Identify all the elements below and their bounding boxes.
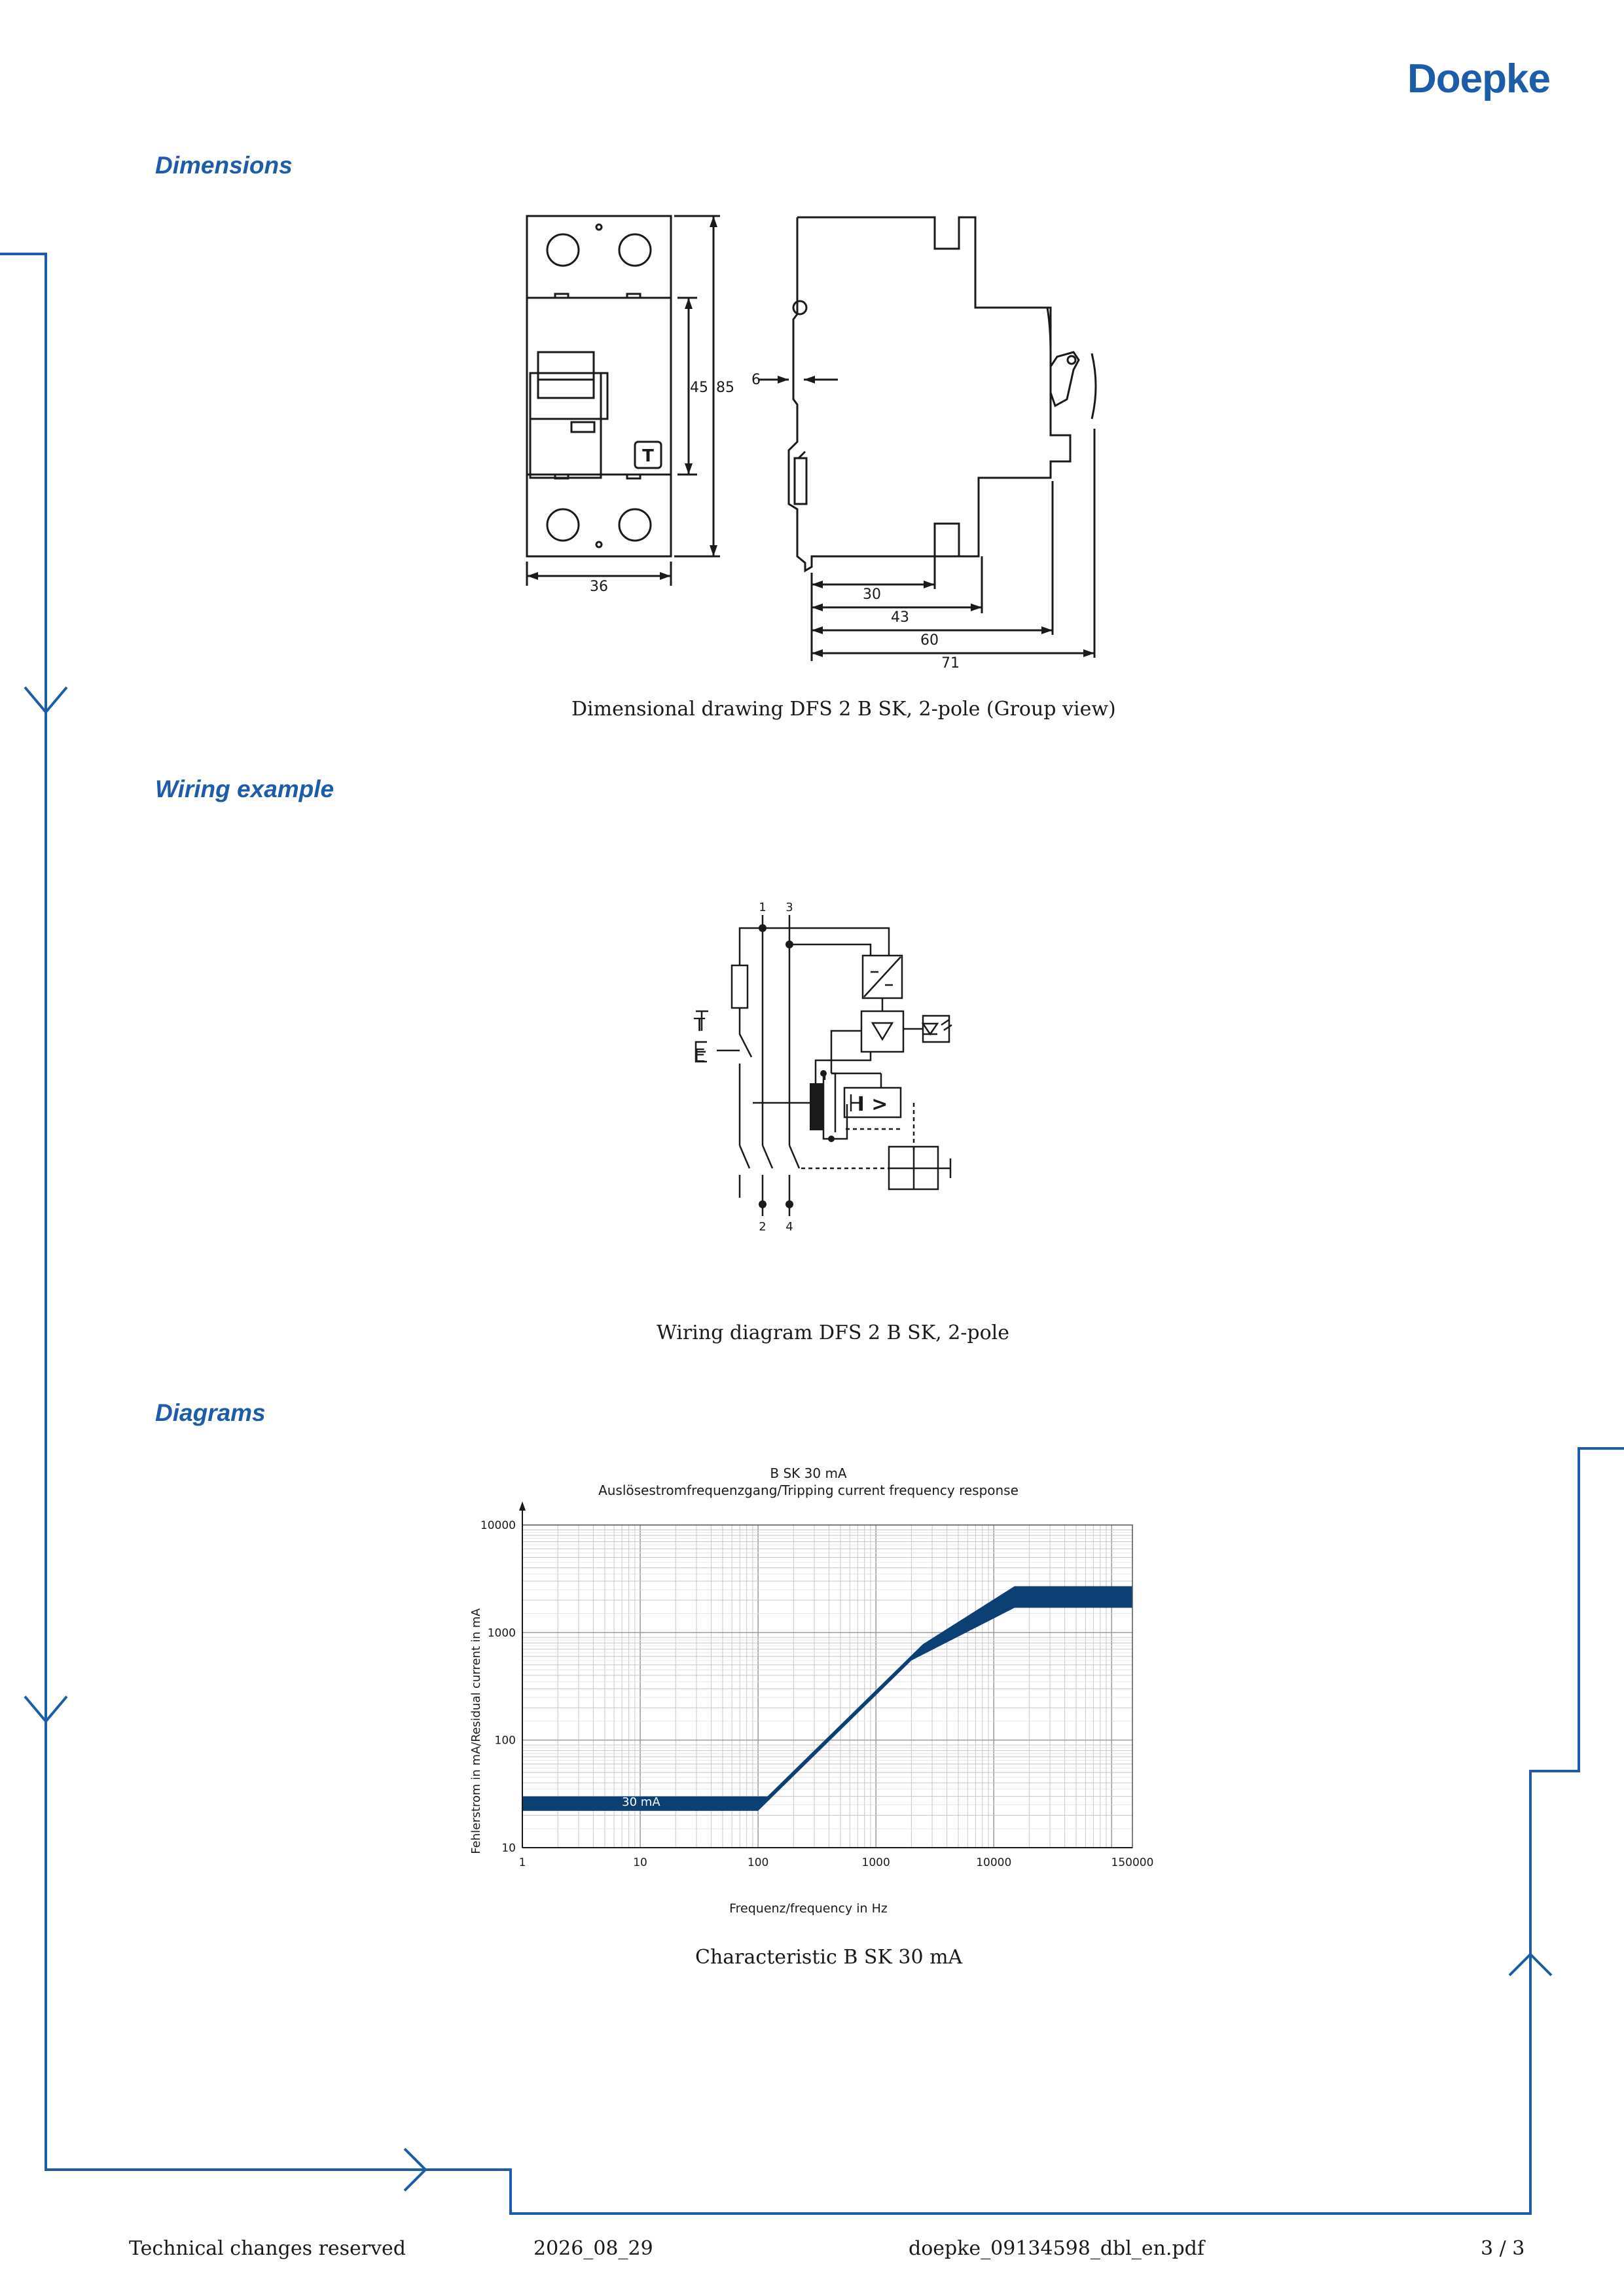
comparator-label: I >	[857, 1093, 888, 1116]
chart-title: B SK 30 mA	[770, 1465, 847, 1481]
y-axis-arrow	[519, 1501, 526, 1511]
dim-label-85: 85	[716, 380, 734, 396]
terminal-3-label: 3	[785, 901, 793, 914]
dim-label-43: 43	[891, 609, 909, 626]
dimensions-caption: Dimensional drawing DFS 2 B SK, 2-pole (…	[571, 698, 1116, 721]
footer-page-number: 3 / 3	[1481, 2237, 1525, 2260]
wiring-caption: Wiring diagram DFS 2 B SK, 2-pole	[657, 1321, 1010, 1344]
y-tick-label: 100	[495, 1734, 516, 1748]
x-tick-label: 1	[519, 1856, 526, 1869]
test-key-label: T	[642, 446, 654, 466]
dim-label-45: 45	[690, 380, 708, 396]
chart-subtitle: Auslösestromfrequenzgang/Tripping curren…	[598, 1482, 1019, 1498]
terminal-2-label: 2	[759, 1220, 766, 1234]
wiring-diagram: 1 3 2 4 I > T E	[693, 901, 952, 1234]
dim-label-6: 6	[751, 372, 761, 388]
footer-filename: doepke_09134598_dbl_en.pdf	[909, 2237, 1204, 2260]
band-label-30ma: 30 mA	[622, 1795, 660, 1809]
dim-label-60: 60	[920, 632, 939, 649]
dim-label-71: 71	[941, 655, 960, 672]
footer-disclaimer: Technical changes reserved	[129, 2237, 406, 2260]
terminal-4-label: 4	[785, 1220, 793, 1234]
x-tick-label: 100	[748, 1856, 768, 1869]
x-tick-label: 150000	[1111, 1856, 1154, 1869]
x-tick-label: 10	[633, 1856, 647, 1869]
y-tick-label: 10	[501, 1842, 516, 1855]
diagrams-caption: Characteristic B SK 30 mA	[695, 1946, 963, 1969]
x-tick-label: 1000	[862, 1856, 890, 1869]
dimensions-heading: Dimensions	[155, 152, 293, 179]
wiring-heading: Wiring example	[155, 776, 334, 802]
doepke-logo: Doepke	[1407, 56, 1551, 101]
y-tick-label: 10000	[480, 1519, 516, 1532]
footer-date: 2026_08_29	[533, 2237, 653, 2260]
y-tick-label: 1000	[488, 1626, 516, 1640]
dim-label-36: 36	[590, 579, 608, 595]
terminal-1-label: 1	[759, 901, 766, 914]
chart-ylabel: Fehlerstrom in mA/Residual current in mA	[469, 1608, 483, 1854]
diagrams-heading: Diagrams	[155, 1399, 266, 1426]
x-tick-label: 10000	[976, 1856, 1011, 1869]
dimensional-drawing: 45 85 36 6 30 43 60 71 T	[526, 215, 1097, 672]
test-button-label: T	[693, 1014, 706, 1035]
earth-label: E	[694, 1045, 706, 1066]
dim-label-30: 30	[863, 586, 881, 603]
chart-xlabel: Frequenz/frequency in Hz	[729, 1901, 888, 1916]
